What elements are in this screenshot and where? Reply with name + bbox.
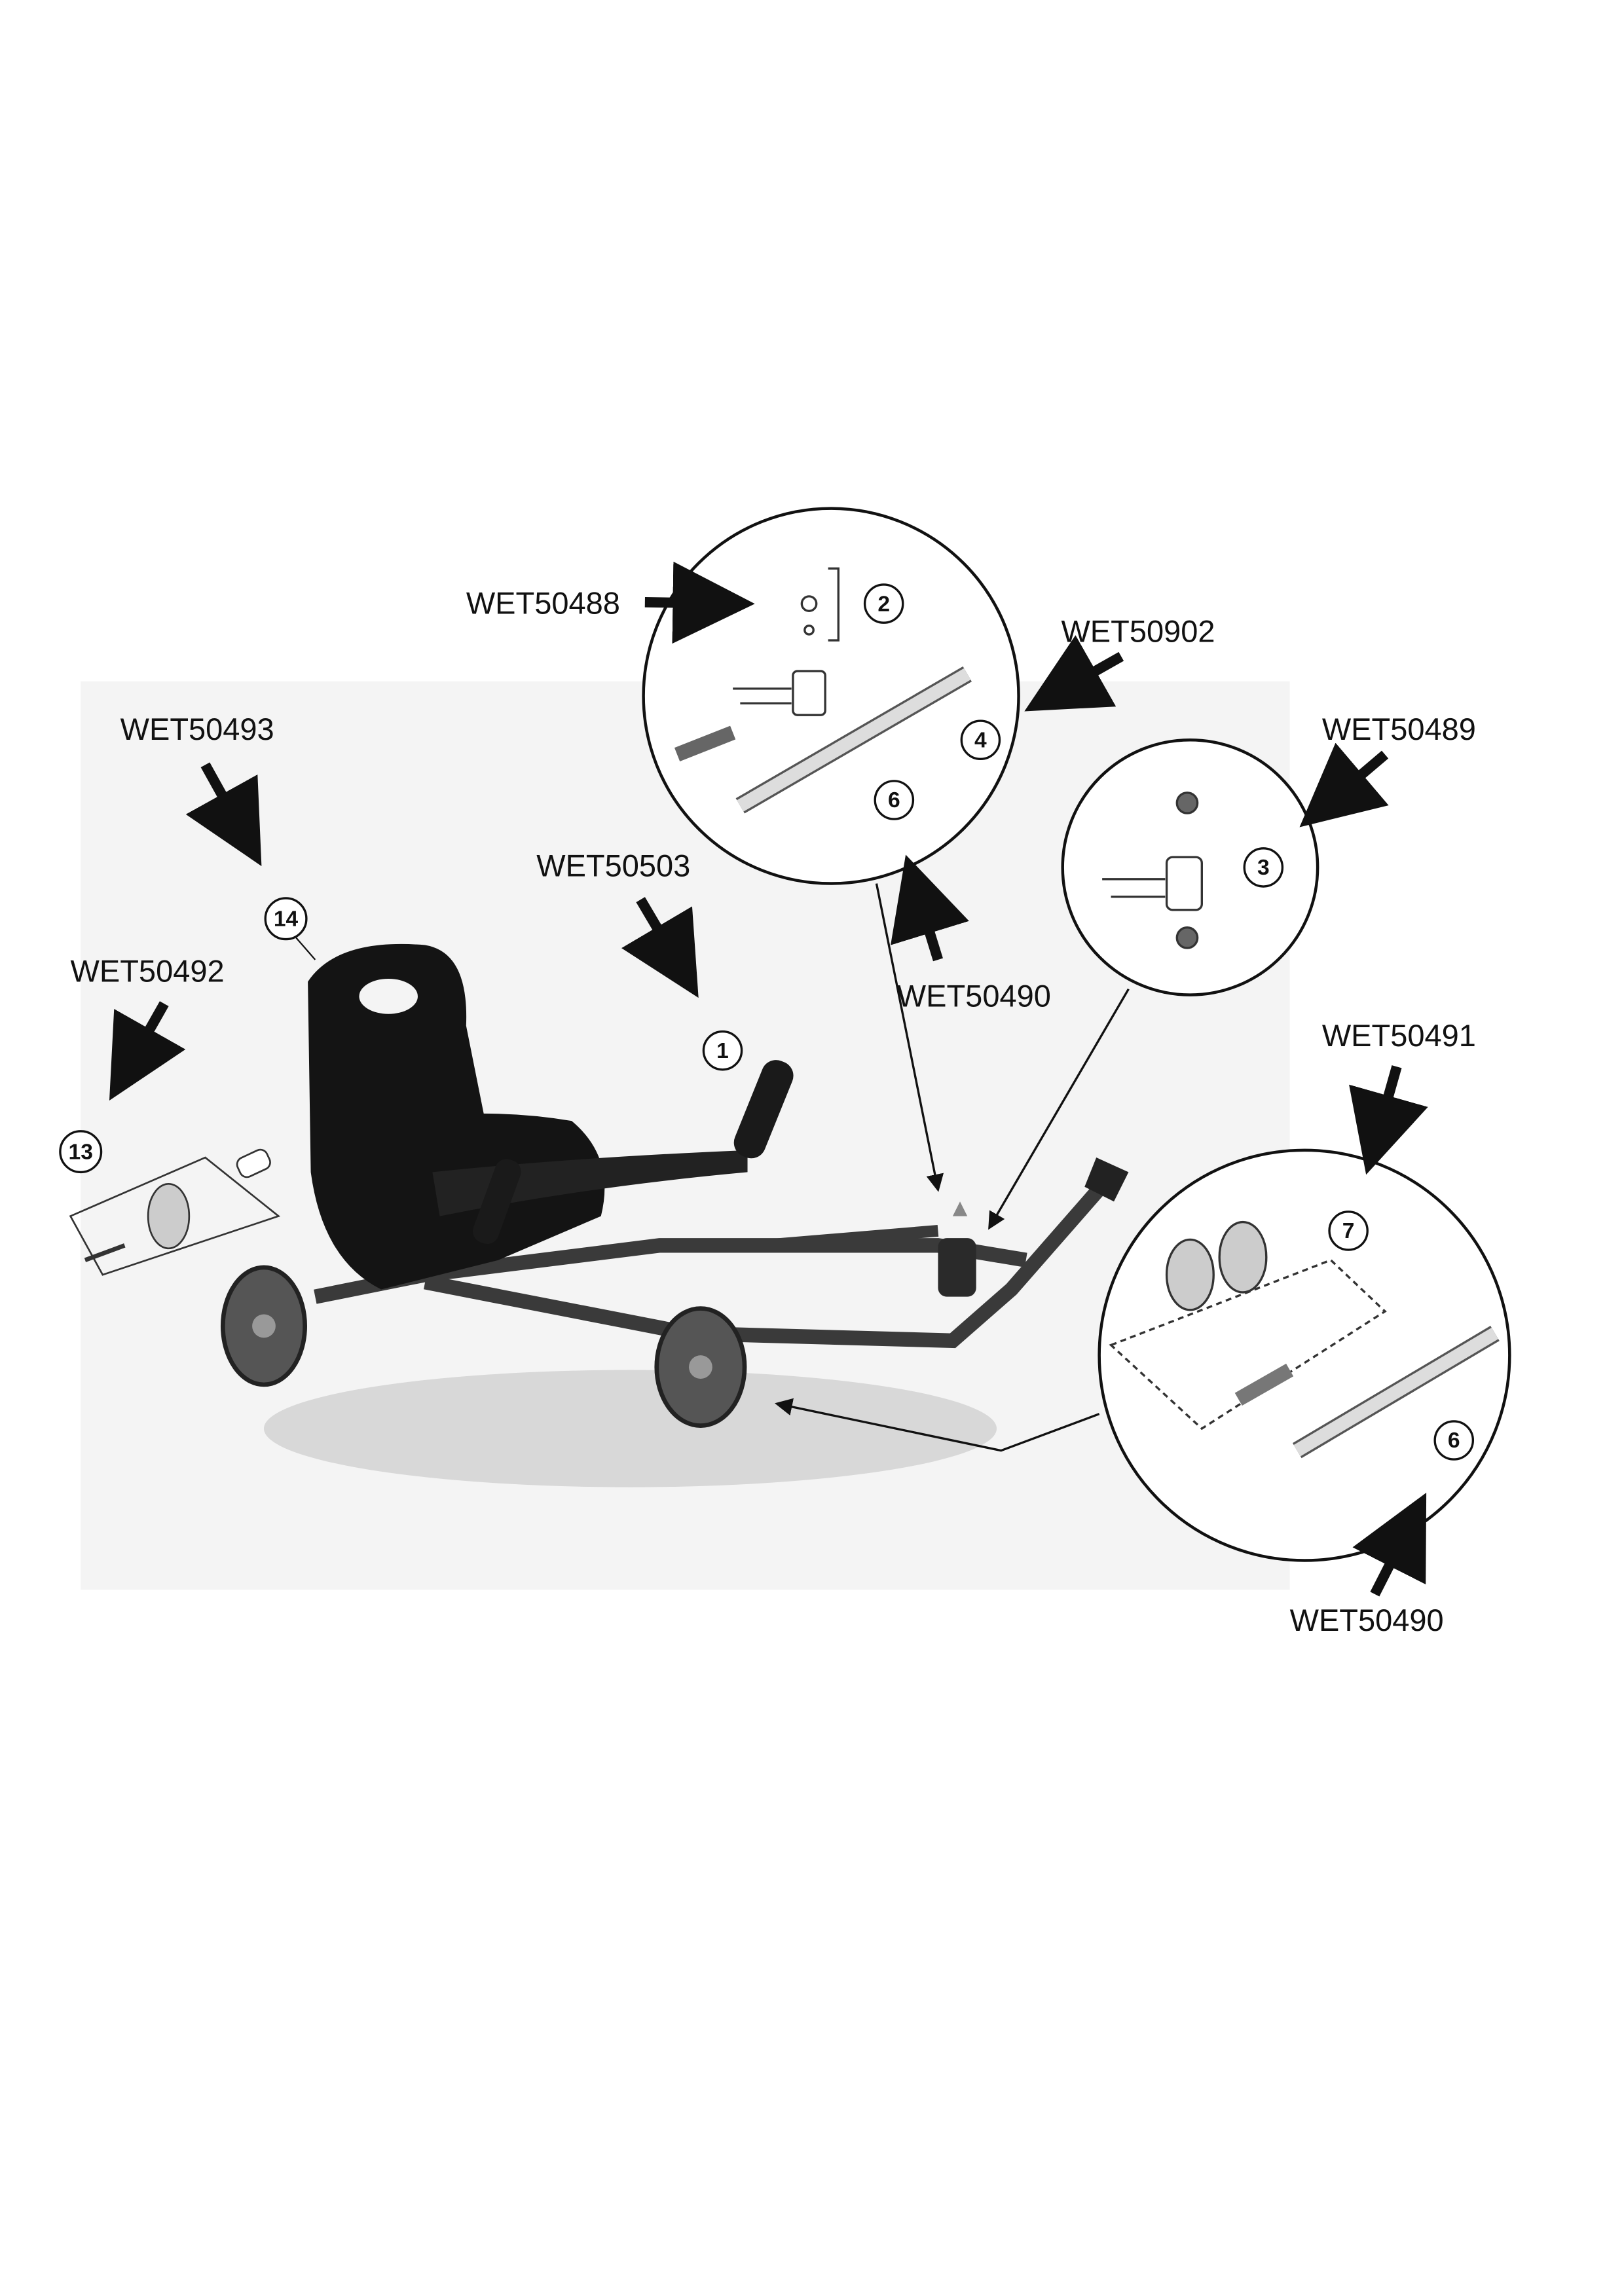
svg-text:WET50490: WET50490 — [897, 979, 1051, 1013]
part-label-wet50503: WET50503 — [536, 848, 699, 998]
svg-text:WET50490: WET50490 — [1290, 1603, 1444, 1637]
arrow-icon — [185, 762, 262, 866]
rear-wheel-exploded — [69, 1148, 281, 1276]
svg-text:3: 3 — [1257, 856, 1270, 880]
kart-illustration — [220, 943, 1129, 1487]
arrow-icon — [1299, 742, 1389, 828]
svg-text:6: 6 — [1448, 1429, 1460, 1453]
detail-circle-steering — [642, 507, 1020, 885]
callout-2: 2 — [863, 583, 904, 624]
part-label-wet50493: WET50493 — [120, 712, 274, 866]
svg-text:13: 13 — [69, 1140, 93, 1164]
svg-text:7: 7 — [1342, 1219, 1355, 1243]
part-label-wet50488: WET50488 — [466, 561, 755, 644]
svg-text:WET50491: WET50491 — [1322, 1018, 1476, 1053]
svg-text:WET50902: WET50902 — [1061, 613, 1215, 648]
callout-3: 3 — [1243, 847, 1284, 888]
svg-text:WET50492: WET50492 — [71, 953, 225, 988]
part-label-wet50490-top: WET50490 — [891, 854, 1051, 1013]
leader-line-front-wheels — [775, 1398, 1100, 1452]
seat — [308, 943, 605, 1290]
callout-6-bottom: 6 — [1433, 1420, 1475, 1461]
svg-text:WET50489: WET50489 — [1322, 712, 1476, 746]
svg-text:1: 1 — [716, 1039, 729, 1063]
front-wheel-detail-drawing — [1109, 1220, 1500, 1459]
svg-text:WET50493: WET50493 — [120, 712, 274, 746]
svg-text:2: 2 — [877, 592, 890, 616]
arrow-icon — [1024, 635, 1124, 712]
part-label-wet50490-bottom: WET50490 — [1290, 1493, 1444, 1637]
callout-6-top: 6 — [874, 780, 915, 820]
arrow-icon — [1349, 1065, 1428, 1175]
part-label-wet50902: WET50902 — [1024, 613, 1215, 712]
callout-13: 13 — [59, 1130, 103, 1174]
callout-14: 14 — [264, 897, 308, 941]
bearing-detail-drawing — [1102, 792, 1203, 949]
steering-detail-drawing — [674, 567, 972, 814]
svg-text:6: 6 — [888, 788, 900, 812]
arrow-icon — [621, 897, 699, 998]
callout-7: 7 — [1328, 1211, 1369, 1251]
arrow-icon — [1352, 1493, 1427, 1597]
part-label-wet50492: WET50492 — [71, 953, 225, 1101]
svg-text:14: 14 — [274, 907, 299, 931]
part-label-wet50489: WET50489 — [1299, 712, 1476, 828]
part-label-wet50491: WET50491 — [1322, 1018, 1476, 1175]
arrow-icon — [109, 1001, 186, 1101]
arrow-icon — [644, 561, 755, 644]
svg-text:4: 4 — [974, 728, 987, 752]
callout-4: 4 — [960, 720, 1001, 760]
svg-text:WET50503: WET50503 — [536, 848, 690, 883]
leader-line-steering — [875, 883, 944, 1192]
leader-line-bearing — [988, 988, 1130, 1230]
arrow-icon — [891, 854, 969, 962]
svg-text:WET50488: WET50488 — [466, 586, 620, 621]
callout-1: 1 — [702, 1030, 743, 1071]
